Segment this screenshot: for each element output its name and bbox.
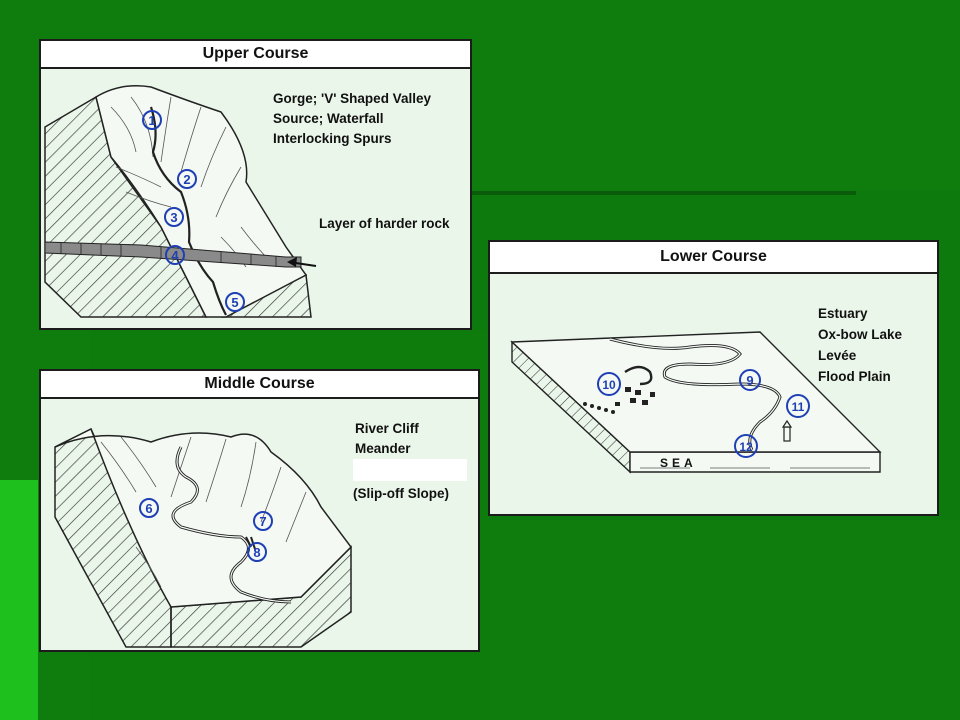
svg-text:4: 4 (171, 248, 179, 263)
label-gorge: Gorge; 'V' Shaped Valley (273, 91, 431, 106)
marker-7: 7 (253, 511, 273, 531)
lighthouse (781, 419, 793, 442)
label-meander: Meander (355, 441, 411, 456)
svg-text:7: 7 (259, 514, 266, 529)
lower-course-title: Lower Course (490, 242, 937, 274)
marker-5: 5 (225, 292, 245, 312)
middle-terrain (54, 427, 352, 608)
svg-text:5: 5 (231, 295, 238, 310)
middle-course-panel: Middle Course 6 7 8 (39, 369, 480, 652)
marker-10: 10 (597, 372, 621, 396)
marker-2: 2 (177, 169, 197, 189)
upper-course-diagram: 1 2 3 4 5 (44, 85, 317, 318)
harder-rock-layer (44, 241, 302, 268)
label-estuary: Estuary (818, 306, 868, 321)
marker-3: 3 (164, 207, 184, 227)
marker-4: 4 (165, 245, 185, 265)
background-left-band (0, 480, 38, 720)
marker-9: 9 (739, 369, 761, 391)
svg-text:2: 2 (183, 172, 190, 187)
upper-course-title: Upper Course (41, 41, 470, 69)
svg-text:11: 11 (792, 400, 805, 414)
label-source-waterfall: Source; Waterfall (273, 111, 384, 126)
svg-text:9: 9 (746, 373, 753, 388)
svg-text:8: 8 (253, 545, 260, 560)
label-river-cliff: River Cliff (355, 421, 419, 436)
sea-label: SEA (660, 456, 697, 470)
label-ox-bow-lake: Ox-bow Lake (818, 327, 903, 342)
label-slip-off-slope: (Slip-off Slope) (353, 486, 449, 501)
label-levee: Levée (818, 348, 857, 363)
upper-course-labels: Gorge; 'V' Shaped Valley Source; Waterfa… (273, 89, 431, 149)
ox-bow-lake (624, 365, 653, 386)
middle-course-title: Middle Course (41, 371, 478, 399)
svg-text:1: 1 (148, 113, 155, 128)
svg-text:10: 10 (602, 378, 616, 392)
lower-course-panel: Lower Course SEA (488, 240, 939, 516)
lower-course-labels: Estuary Ox-bow Lake Levée Flood Plain (818, 303, 902, 387)
marker-6: 6 (139, 498, 159, 518)
middle-course-labels: River Cliff Meander (355, 419, 419, 459)
marker-11: 11 (786, 394, 810, 418)
svg-text:6: 6 (145, 501, 152, 516)
middle-course-diagram: 6 7 8 (54, 427, 352, 648)
lower-course-diagram: SEA 9 10 11 12 (510, 331, 882, 474)
label-interlocking-spurs: Interlocking Spurs (273, 131, 392, 146)
background-line (470, 191, 856, 195)
marker-8: 8 (247, 542, 267, 562)
svg-text:3: 3 (170, 210, 177, 225)
marker-12: 12 (734, 434, 758, 458)
label-harder-rock: Layer of harder rock (319, 216, 450, 231)
marker-1: 1 (142, 110, 162, 130)
upper-river (149, 106, 227, 316)
svg-text:12: 12 (739, 440, 753, 454)
hidden-label-box (353, 459, 467, 481)
upper-course-panel: Upper Course (39, 39, 472, 330)
label-flood-plain: Flood Plain (818, 369, 891, 384)
